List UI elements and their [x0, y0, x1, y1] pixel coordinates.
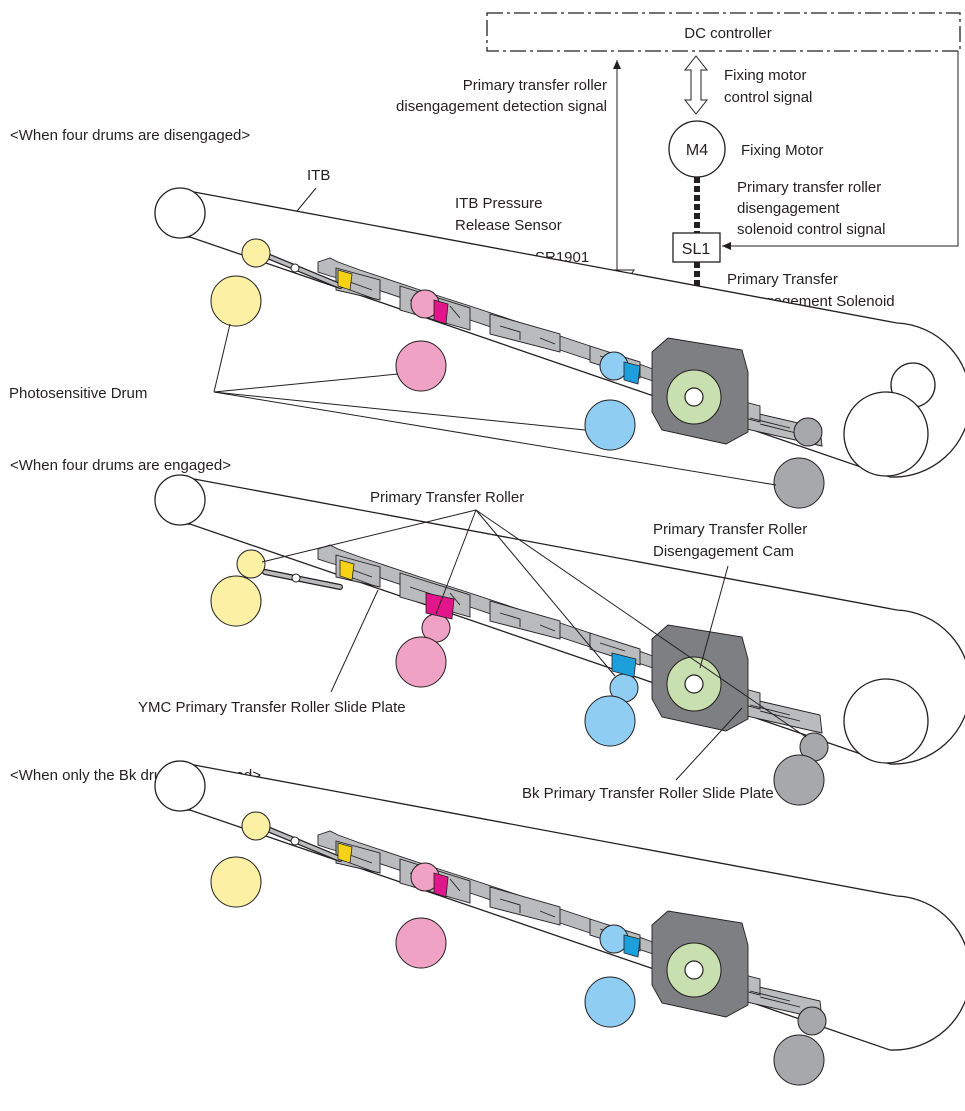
magenta-part-1 — [433, 299, 449, 325]
primary-transfer-roller-label: Primary Transfer Roller — [370, 489, 524, 506]
drum-magenta-1 — [395, 340, 447, 392]
fixing-signal-label-1: Fixing motor — [724, 67, 807, 84]
transfer-roller-bk-3 — [797, 1006, 827, 1036]
drum-cyan-1 — [584, 399, 636, 451]
detection-signal-label-1: Primary transfer roller — [463, 77, 607, 94]
transfer-roller-yellow-3 — [241, 811, 271, 841]
drum-cyan-2 — [584, 695, 636, 747]
drum-cyan-3 — [584, 976, 636, 1028]
drum-bk-3 — [773, 1034, 825, 1086]
itb-label: ITB — [307, 167, 330, 184]
transfer-roller-bk-1 — [793, 417, 823, 447]
photosensitive-drum-leaders — [213, 323, 777, 486]
ymc-slide-plate-label: YMC Primary Transfer Roller Slide Plate — [138, 699, 406, 716]
cyan-part-1 — [623, 361, 641, 385]
itb-roller-right-large-1 — [843, 391, 929, 477]
solenoid-signal-label-1: Primary transfer roller — [737, 179, 881, 196]
sensor-label-1: ITB Pressure — [455, 195, 543, 212]
itb-roller-left-1 — [154, 187, 206, 239]
panel-engaged — [154, 474, 965, 765]
drum-yellow-3 — [210, 856, 262, 908]
dc-controller-label: DC controller — [684, 25, 772, 42]
dc-controller-box — [486, 12, 961, 52]
motor-name-label: Fixing Motor — [741, 142, 824, 159]
solenoid-id-label: SL1 — [682, 241, 711, 258]
bk-slide-plate-label: Bk Primary Transfer Roller Slide Plate — [522, 785, 774, 802]
fixing-signal-label-2: control signal — [724, 89, 812, 106]
yellow-part-1 — [337, 269, 353, 291]
state-label-engaged: <When four drums are engaged> — [10, 457, 231, 474]
drum-magenta-3 — [395, 917, 447, 969]
fixing-motor-signal-arrow — [683, 55, 709, 115]
transfer-roller-yellow-2 — [236, 549, 266, 579]
solenoid-name-label-1: Primary Transfer — [727, 271, 838, 288]
cam-leader — [699, 565, 729, 669]
state-label-disengaged: <When four drums are disengaged> — [10, 127, 250, 144]
ymc-slide-plate-leader — [330, 589, 379, 693]
solenoid-signal-label-2: disengagement — [737, 200, 840, 217]
solenoid-sl1-box — [672, 232, 721, 263]
drum-yellow-1 — [210, 275, 262, 327]
cam-label-1: Primary Transfer Roller — [653, 521, 807, 538]
photosensitive-drum-label: Photosensitive Drum — [9, 385, 147, 402]
drum-magenta-2 — [395, 636, 447, 688]
panel-disengaged — [154, 187, 965, 478]
panel-bk-only — [154, 760, 965, 1051]
cam-label-2: Disengagement Cam — [653, 543, 794, 560]
detection-signal-label-2: disengagement detection signal — [396, 98, 607, 115]
sensor-label-2: Release Sensor — [455, 217, 562, 234]
solenoid-signal-label-3: solenoid control signal — [737, 221, 885, 238]
bk-slide-plate-leader — [675, 707, 743, 781]
transfer-roller-yellow-1 — [241, 238, 271, 268]
solenoid-control-signal-line — [722, 51, 959, 250]
primary-transfer-roller-leaders — [261, 509, 807, 738]
drum-yellow-2 — [210, 575, 262, 627]
drum-bk-2 — [773, 754, 825, 806]
motor-id-label: M4 — [686, 142, 708, 159]
drum-bk-1 — [773, 457, 825, 509]
